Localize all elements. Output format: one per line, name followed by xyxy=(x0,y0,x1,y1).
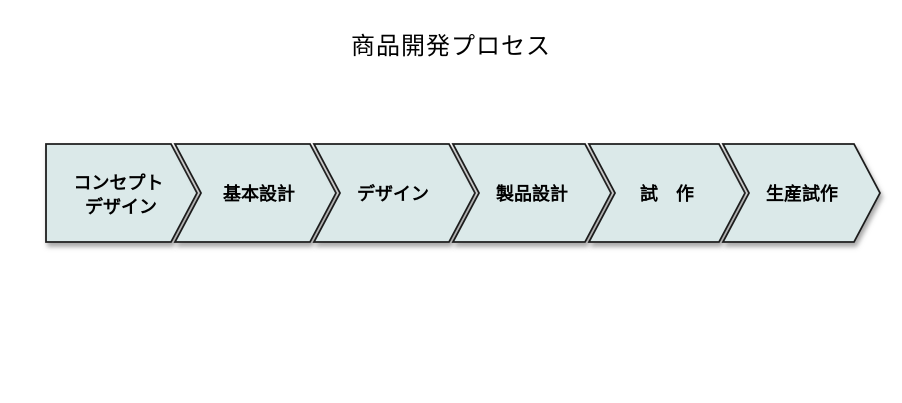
chevron-shape xyxy=(312,143,477,243)
diagram-title: 商品開発プロセス xyxy=(351,33,551,60)
process-step-prototype: 試 作 xyxy=(587,143,747,243)
step-label: デザイン xyxy=(357,183,429,204)
chevron-shape xyxy=(587,143,747,243)
process-step-concept-design: コンセプト デザイン xyxy=(45,143,199,243)
process-step-basic-design: 基本設計 xyxy=(173,143,338,243)
process-step-production-prototype: 生産試作 xyxy=(721,143,882,243)
chevron-shape xyxy=(173,143,338,243)
step-label: 生産試作 xyxy=(766,183,838,204)
process-step-product-design: 製品設計 xyxy=(451,143,613,243)
chevron-shape xyxy=(451,143,613,243)
step-label: 試 作 xyxy=(640,183,694,204)
step-label: 基本設計 xyxy=(222,183,295,204)
chevron-shape xyxy=(721,143,882,243)
step-label: 製品設計 xyxy=(495,183,568,204)
process-step-design: デザイン xyxy=(312,143,477,243)
step-label: コンセプト デザイン xyxy=(73,172,168,217)
chevron-shape xyxy=(45,143,199,243)
